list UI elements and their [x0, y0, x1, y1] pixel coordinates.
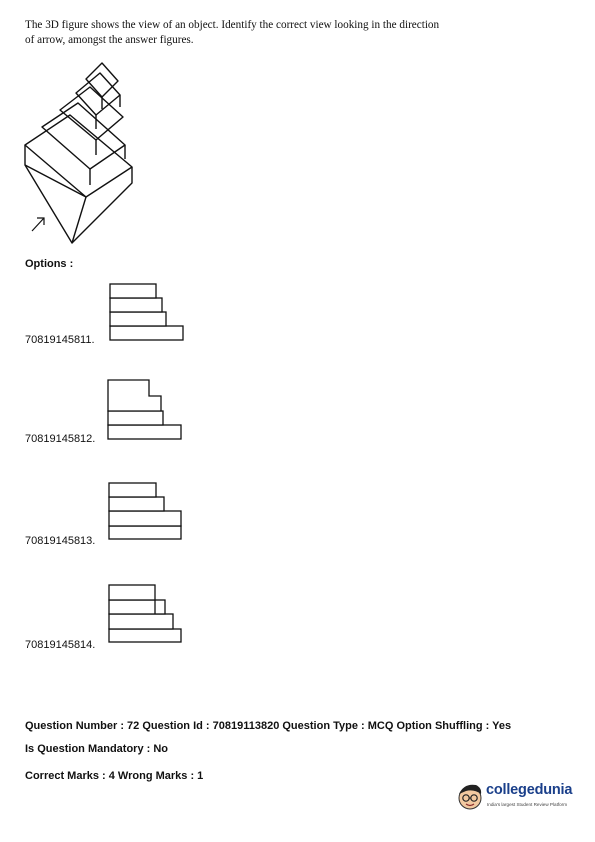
logo-wordmark: collegedunia — [486, 782, 573, 798]
collegedunia-logo: collegedunia India's largest Student Rev… — [456, 780, 576, 816]
option-1-figure[interactable] — [108, 282, 186, 344]
mascot-face-icon — [458, 784, 482, 810]
option-3-id: 70819145813. — [25, 535, 96, 547]
question-meta-line-3: Correct Marks : 4 Wrong Marks : 1 — [25, 770, 204, 782]
option-1-id: 70819145811. — [25, 334, 95, 346]
option-4-figure[interactable] — [107, 582, 185, 646]
question-line-1: The 3D figure shows the view of an objec… — [25, 19, 440, 31]
question-line-2: of arrow, amongst the answer figures. — [25, 33, 194, 46]
stepped-object-3d-figure — [24, 62, 133, 244]
question-meta-line-2: Is Question Mandatory : No — [25, 743, 169, 755]
question-meta-line-1: Question Number : 72 Question Id : 70819… — [25, 720, 512, 732]
logo-tagline: India's largest Student Review Platform — [487, 802, 568, 807]
options-label: Options : — [25, 258, 74, 270]
option-4-id: 70819145814. — [25, 639, 96, 651]
direction-arrow-icon — [31, 217, 45, 232]
option-2-figure[interactable] — [106, 378, 184, 442]
option-2-id: 70819145812. — [25, 433, 96, 445]
option-3-figure[interactable] — [107, 479, 185, 543]
question-text: The 3D figure shows the view of an objec… — [25, 18, 485, 47]
